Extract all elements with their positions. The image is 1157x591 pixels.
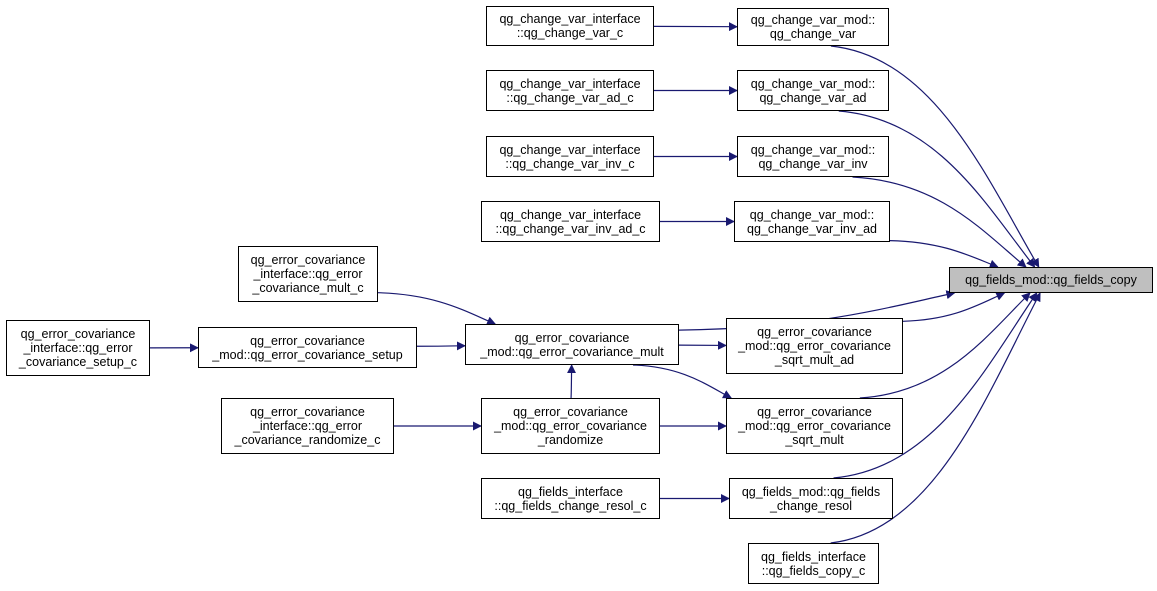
node-qg-error-covariance-mult-c[interactable]: qg_error_covariance_interface::qg_error_… <box>238 246 378 302</box>
node-label-line: _mod::qg_error_covariance <box>494 419 647 433</box>
node-label-line: qg_change_var_mod:: <box>750 76 876 91</box>
node-label-line: _mod::qg_error_covariance_mult <box>480 344 664 359</box>
node-qg-change-var-ad[interactable]: qg_change_var_mod::qg_change_var_ad <box>737 70 889 111</box>
node-qg-change-var-inv[interactable]: qg_change_var_mod::qg_change_var_inv <box>737 136 889 177</box>
node-qg-change-var-inv-ad-c[interactable]: qg_change_var_interface::qg_change_var_i… <box>481 201 660 242</box>
node-label-line: qg_change_var_interface <box>499 207 642 222</box>
edge-eci_mult_c-to-ecm_mult <box>377 292 497 325</box>
node-label-line: qg_error_covariance <box>757 405 872 419</box>
node-qg-fields-change-resol[interactable]: qg_fields_mod::qg_fields_change_resol <box>729 478 893 519</box>
node-qg-error-covariance-randomize-c[interactable]: qg_error_covariance_interface::qg_error_… <box>221 398 394 454</box>
node-qg-error-covariance-setup-c[interactable]: qg_error_covariance_interface::qg_error_… <box>6 320 150 376</box>
node-label-line: qg_change_var_interface <box>499 12 641 26</box>
node-label-line: qg_change_var_mod:: <box>749 207 875 222</box>
node-label-line: _change_resol <box>769 498 852 513</box>
node-label-line: _sqrt_mult_ad <box>774 353 855 367</box>
node-label-line: ::qg_change_var_inv_ad_c <box>495 221 646 236</box>
node-label-line: _sqrt_mult <box>785 433 844 447</box>
edge-ecm_sqrt_mult-to-fields_copy <box>859 292 1031 399</box>
node-label-line: qg_error_covariance <box>513 405 628 419</box>
node-label-line: qg_error_covariance <box>757 325 872 339</box>
node-label-line: _interface::qg_error <box>252 419 363 433</box>
node-label-line: qg_change_var_inv <box>758 156 868 171</box>
node-label-line: qg_error_covariance <box>20 327 136 341</box>
node-label-line: _mod::qg_error_covariance <box>738 339 891 353</box>
node-qg-fields-copy-c[interactable]: qg_fields_interface::qg_fields_copy_c <box>748 543 879 584</box>
edge-ecm_randomize-to-ecm_mult <box>567 364 577 399</box>
node-qg-change-var-inv-ad[interactable]: qg_change_var_mod::qg_change_var_inv_ad <box>734 201 890 242</box>
node-label-line: ::qg_change_var_inv_c <box>505 156 635 171</box>
node-label-line: qg_fields_mod::qg_fields <box>741 484 881 499</box>
node-label-line: _covariance_randomize_c <box>234 433 381 447</box>
node-qg-error-covariance-sqrt-mult[interactable]: qg_error_covariance_mod::qg_error_covari… <box>726 398 903 454</box>
node-label-line: _mod::qg_error_covariance_setup <box>212 347 403 362</box>
node-label-line: _interface::qg_error <box>253 267 363 281</box>
node-label-line: qg_change_var_mod:: <box>750 13 876 27</box>
node-label-line: qg_error_covariance <box>250 405 365 419</box>
node-label-line: qg_change_var <box>769 27 857 41</box>
node-qg-change-var-ad-c[interactable]: qg_change_var_interface::qg_change_var_a… <box>486 70 654 111</box>
node-label-line: qg_fields_interface <box>761 549 866 564</box>
edge-ecm_setup-to-ecm_mult <box>416 341 466 351</box>
node-label-line: qg_change_var_ad <box>759 90 867 105</box>
edge-cv_var-to-fields_copy <box>830 45 1040 268</box>
node-qg-error-covariance-randomize[interactable]: qg_error_covariance_mod::qg_error_covari… <box>481 398 660 454</box>
edge-cv_var_inv-to-fields_copy <box>852 176 1027 268</box>
node-label-line: _covariance_mult_c <box>252 281 364 295</box>
node-label-line: _mod::qg_error_covariance <box>738 419 891 433</box>
node-label-line: ::qg_change_var_ad_c <box>506 90 634 105</box>
node-label-line: qg_change_var_inv_ad <box>747 221 877 236</box>
edge-cv_var_ad-to-fields_copy <box>838 110 1036 268</box>
node-label-line: qg_error_covariance <box>250 333 365 348</box>
node-label-line: ::qg_fields_change_resol_c <box>494 498 647 513</box>
edge-fm_change_resol-to-fields_copy <box>833 292 1038 479</box>
node-label-line: ::qg_fields_copy_c <box>761 563 866 578</box>
edge-cv_var_inv_ad-to-fields_copy <box>889 239 999 269</box>
node-qg-change-var-inv-c[interactable]: qg_change_var_interface::qg_change_var_i… <box>486 136 654 177</box>
node-qg-change-var[interactable]: qg_change_var_mod::qg_change_var <box>737 8 889 46</box>
node-label-line: _interface::qg_error <box>23 341 133 355</box>
edge-ecm_sqrt_mult_ad-to-fields_copy <box>902 292 1006 322</box>
node-label-line: qg_error_covariance <box>250 253 366 267</box>
node-label-line: _covariance_setup_c <box>18 355 138 369</box>
node-label-line: qg_change_var_mod:: <box>750 142 876 157</box>
node-qg-change-var-c[interactable]: qg_change_var_interface::qg_change_var_c <box>486 6 654 46</box>
node-label-line: qg_fields_mod::qg_fields_copy <box>965 273 1137 287</box>
node-label-line: qg_change_var_interface <box>499 142 641 157</box>
edge-fi_copy_c-to-fields_copy <box>830 292 1041 544</box>
node-label-line: qg_error_covariance <box>514 330 630 345</box>
node-label-line: qg_fields_interface <box>518 484 623 499</box>
node-label-line: _randomize <box>537 433 604 447</box>
node-label-line: ::qg_change_var_c <box>516 26 624 40</box>
edge-ecm_mult-to-ecm_sqrt_mult <box>632 364 732 399</box>
node-qg-error-covariance-setup[interactable]: qg_error_covariance_mod::qg_error_covari… <box>198 327 417 368</box>
node-qg-fields-change-resol-c[interactable]: qg_fields_interface::qg_fields_change_re… <box>481 478 660 519</box>
node-qg-error-covariance-mult[interactable]: qg_error_covariance_mod::qg_error_covari… <box>465 324 679 365</box>
node-label-line: qg_change_var_interface <box>499 76 641 91</box>
node-qg-error-covariance-sqrt-mult-ad[interactable]: qg_error_covariance_mod::qg_error_covari… <box>726 318 903 374</box>
node-qg-fields-copy: qg_fields_mod::qg_fields_copy <box>949 267 1153 293</box>
